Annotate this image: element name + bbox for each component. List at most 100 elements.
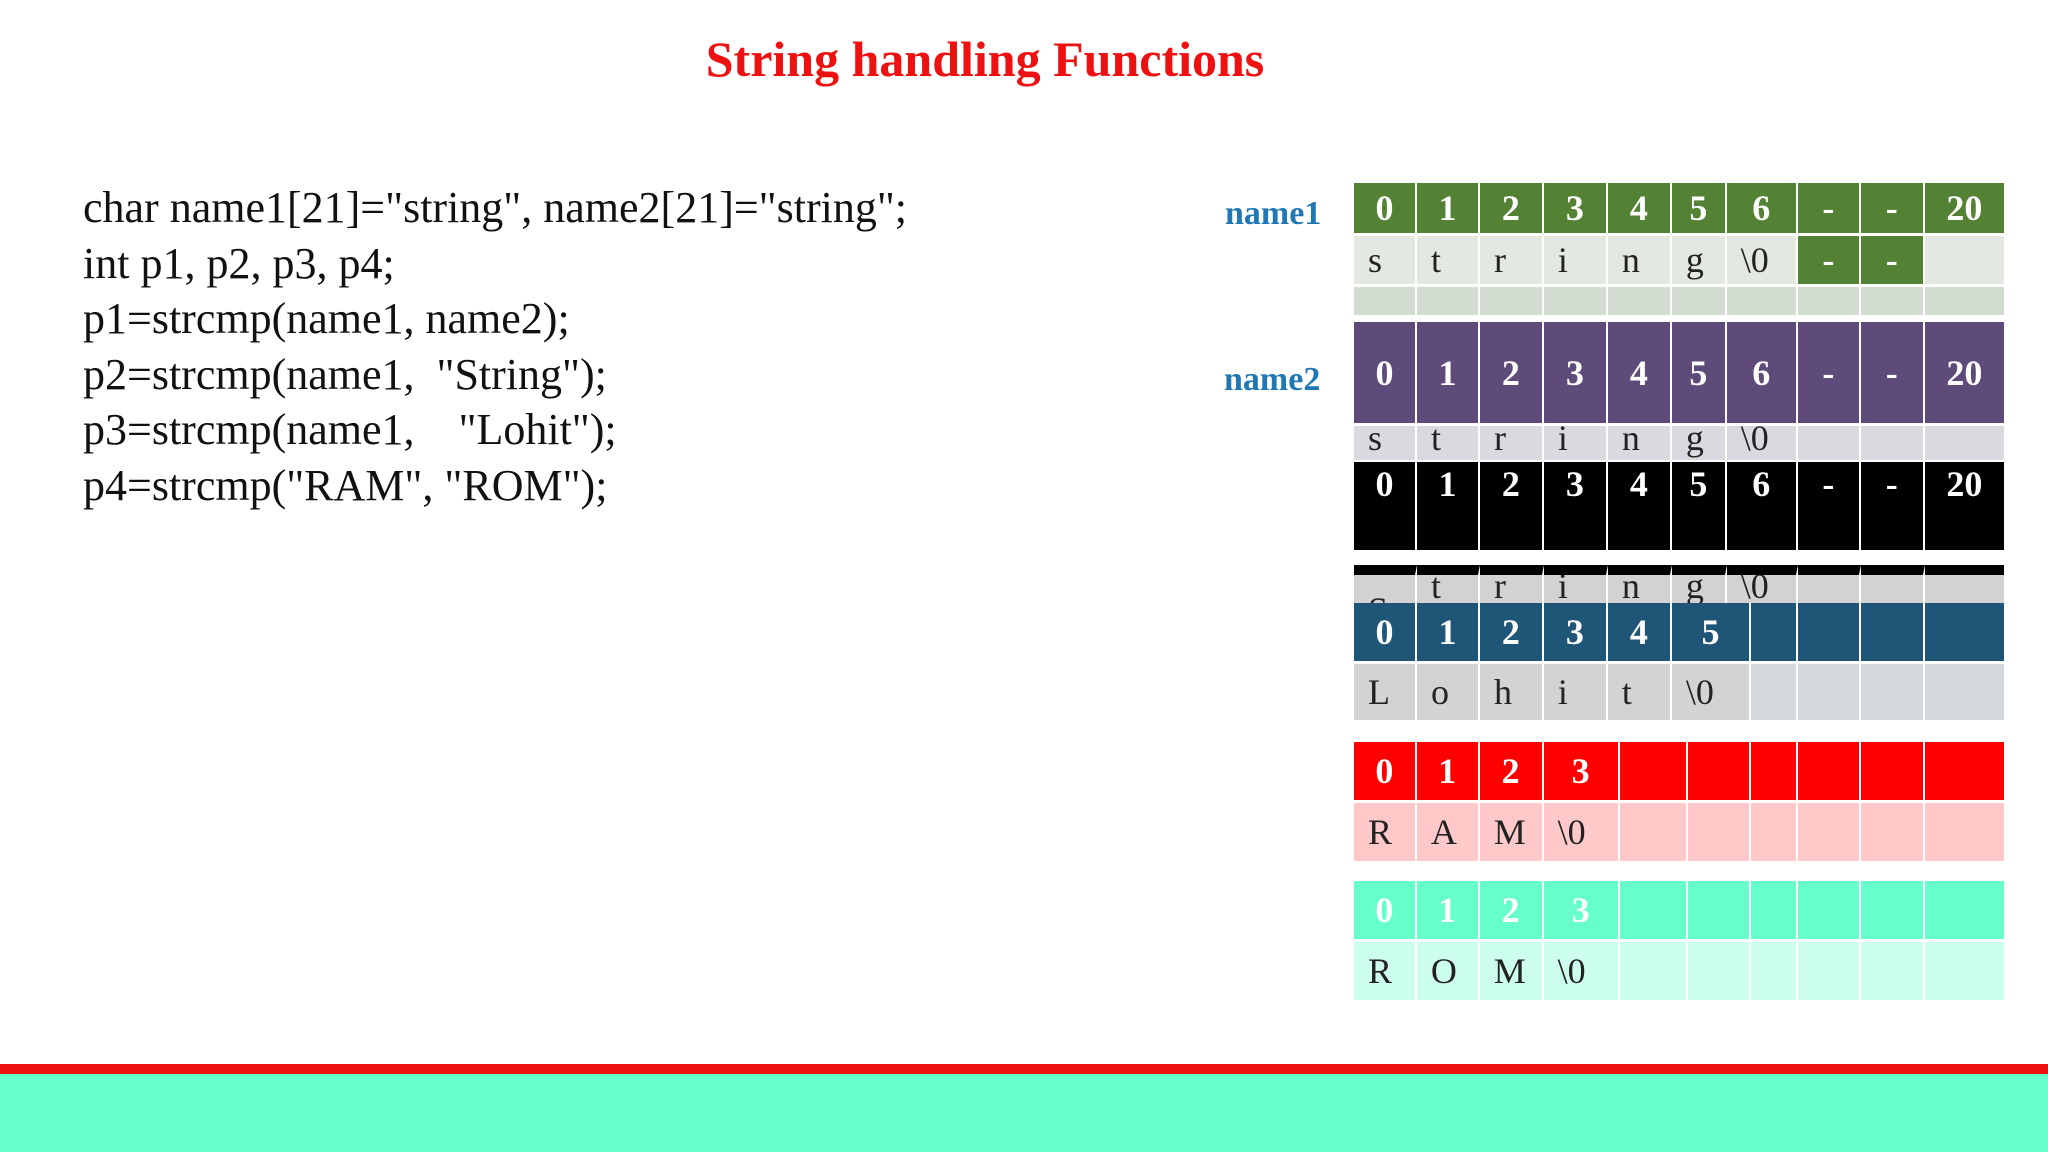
code-line: p1=strcmp(name1, name2);: [83, 294, 570, 343]
index-cell: 1: [1416, 742, 1480, 803]
char-cell: [1751, 803, 1799, 864]
char-cell: i: [1543, 236, 1608, 287]
char-cell: [1924, 664, 2004, 723]
char-cell: -: [1797, 236, 1861, 287]
char-cell: \0: [1726, 426, 1798, 463]
index-row: 0 1 2 3 4 5 6 - - 20: [1354, 183, 2004, 236]
index-cell: 2: [1479, 462, 1544, 553]
index-cell: [1924, 603, 2004, 664]
index-cell: [1751, 881, 1799, 942]
index-cell: -: [1797, 322, 1861, 426]
index-cell: 0: [1354, 183, 1417, 236]
char-cell: r: [1479, 426, 1544, 463]
index-cell: 4: [1607, 462, 1672, 553]
char-cell: s: [1354, 426, 1417, 463]
char-cell: [1860, 942, 1925, 1003]
char-cell: L: [1354, 664, 1417, 723]
index-cell: [1797, 603, 1861, 664]
index-cell: 2: [1479, 603, 1544, 664]
char-cell: [1687, 803, 1752, 864]
char-cell: g: [1671, 426, 1727, 463]
slide-title: String handling Functions: [705, 31, 1265, 87]
char-cell: n: [1607, 426, 1672, 463]
char-cell: [1751, 942, 1799, 1003]
index-cell: 1: [1416, 603, 1480, 664]
index-row: 0 1 2 3 4 5: [1354, 603, 2004, 664]
index-cell: 3: [1543, 881, 1620, 942]
char-cell: M: [1479, 803, 1544, 864]
char-cell: R: [1354, 942, 1417, 1003]
index-cell: -: [1797, 183, 1861, 236]
index-cell: 0: [1354, 322, 1417, 426]
char-cell: [1860, 803, 1925, 864]
index-cell: [1860, 603, 1925, 664]
char-cell: i: [1543, 664, 1608, 723]
index-cell: -: [1860, 183, 1925, 236]
index-cell: [1924, 742, 2004, 803]
index-cell: 0: [1354, 462, 1417, 553]
char-row: R A M \0: [1354, 803, 2004, 864]
index-cell: 6: [1726, 462, 1798, 553]
index-cell: [1751, 742, 1799, 803]
index-cell: 3: [1543, 183, 1608, 236]
index-cell: [1619, 742, 1688, 803]
char-cell: O: [1416, 942, 1480, 1003]
index-cell: 4: [1607, 322, 1672, 426]
char-cell: [1924, 803, 2004, 864]
code-block: char name1[21]="string", name2[21]="stri…: [83, 182, 907, 515]
char-cell: g: [1671, 236, 1727, 287]
index-cell: 3: [1543, 322, 1608, 426]
index-cell: 2: [1479, 742, 1544, 803]
index-cell: [1798, 742, 1861, 803]
footer-band: [0, 1074, 2048, 1152]
char-cell: [1687, 942, 1752, 1003]
char-cell: n: [1607, 236, 1672, 287]
index-cell: [1687, 881, 1752, 942]
index-cell: 20: [1924, 322, 2004, 426]
char-cell: [1619, 942, 1688, 1003]
index-row: 0 1 2 3: [1354, 881, 2004, 942]
char-cell: h: [1479, 664, 1544, 723]
name2-label: name2: [1224, 361, 1321, 398]
name1-array: 0 1 2 3 4 5 6 - - 20 s t r i n g \0 - -: [1354, 183, 2004, 315]
index-cell: 5: [1671, 462, 1727, 553]
index-cell: 2: [1479, 322, 1544, 426]
char-cell: [1798, 942, 1861, 1003]
index-cell: 0: [1354, 742, 1417, 803]
code-line: char name1[21]="string", name2[21]="stri…: [83, 183, 908, 232]
char-cell: o: [1416, 664, 1480, 723]
index-cell: 3: [1543, 603, 1608, 664]
index-cell: 20: [1924, 183, 2004, 236]
char-cell: [1924, 942, 2004, 1003]
index-cell: 0: [1354, 881, 1417, 942]
char-cell: R: [1354, 803, 1417, 864]
index-cell: 20: [1924, 462, 2004, 553]
index-cell: 1: [1416, 881, 1480, 942]
char-cell: t: [1607, 664, 1672, 723]
char-cell: -: [1860, 236, 1925, 287]
index-cell: [1860, 881, 1925, 942]
ram-literal-array: 0 1 2 3 R A M \0: [1354, 742, 2004, 864]
index-cell: 4: [1607, 183, 1672, 236]
char-cell: r: [1479, 236, 1544, 287]
index-row: 0 1 2 3: [1354, 742, 2004, 803]
char-cell: \0: [1671, 664, 1752, 723]
index-cell: 3: [1543, 742, 1620, 803]
index-cell: [1619, 881, 1688, 942]
code-line: p3=strcmp(name1, "Lohit");: [83, 405, 617, 454]
code-line: int p1, p2, p3, p4;: [83, 238, 395, 288]
char-cell: [1860, 426, 1925, 463]
index-cell: 6: [1726, 322, 1798, 426]
index-cell: -: [1860, 322, 1925, 426]
index-cell: 1: [1416, 183, 1480, 236]
char-row: R O M \0: [1354, 942, 2004, 1003]
char-cell: [1751, 664, 1798, 723]
index-cell: 5: [1671, 322, 1727, 426]
code-line: p4=strcmp("RAM", "ROM");: [83, 460, 608, 510]
char-cell: [1924, 236, 2004, 287]
index-cell: 2: [1479, 183, 1544, 236]
name2-array: 0 1 2 3 4 5 6 - - 20 s t r i n g \0: [1354, 322, 2004, 463]
index-cell: 2: [1479, 881, 1544, 942]
index-cell: 3: [1543, 462, 1608, 553]
name1-label: name1: [1225, 195, 1322, 232]
